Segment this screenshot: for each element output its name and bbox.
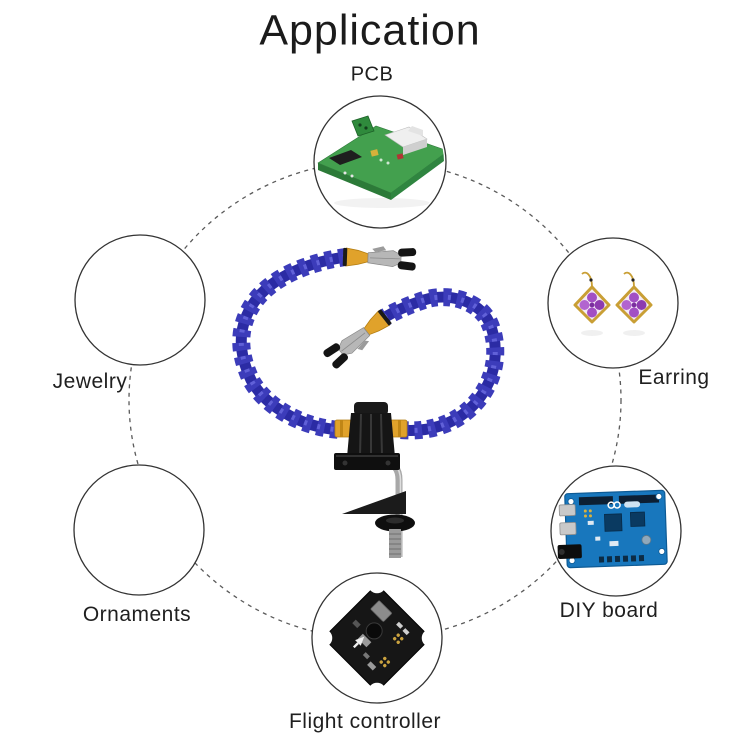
green-circuit-board-icon — [317, 115, 444, 208]
page-title: Application — [259, 6, 481, 55]
node-label-earring: Earring — [638, 366, 710, 389]
blue-microcontroller-board-icon — [557, 489, 668, 569]
clamp-base — [334, 402, 415, 558]
earring-left — [573, 271, 611, 336]
jewelry-circle — [74, 234, 206, 366]
alligator-clip-top-icon — [342, 246, 417, 271]
earring-circle — [547, 237, 679, 369]
left-flexible-arm — [232, 248, 348, 439]
alligator-clip-middle-icon — [323, 309, 392, 369]
node-label-jewelry: Jewelry — [52, 370, 128, 393]
node-label-pcb: PCB — [350, 63, 394, 86]
node-label-flight-controller: Flight controller — [288, 710, 442, 733]
black-flight-controller-board-icon — [314, 575, 440, 701]
ornaments-circle — [73, 464, 205, 596]
node-label-ornaments: Ornaments — [82, 603, 192, 626]
node-label-diy-board: DIY board — [559, 599, 659, 622]
helping-hands-tool — [232, 246, 505, 558]
dashed-connector-ring — [128, 160, 622, 640]
purple-gem-earrings-icon — [573, 271, 653, 336]
earring-right — [615, 271, 653, 336]
clamp-arm — [342, 491, 406, 514]
right-flexible-arm — [379, 288, 505, 440]
